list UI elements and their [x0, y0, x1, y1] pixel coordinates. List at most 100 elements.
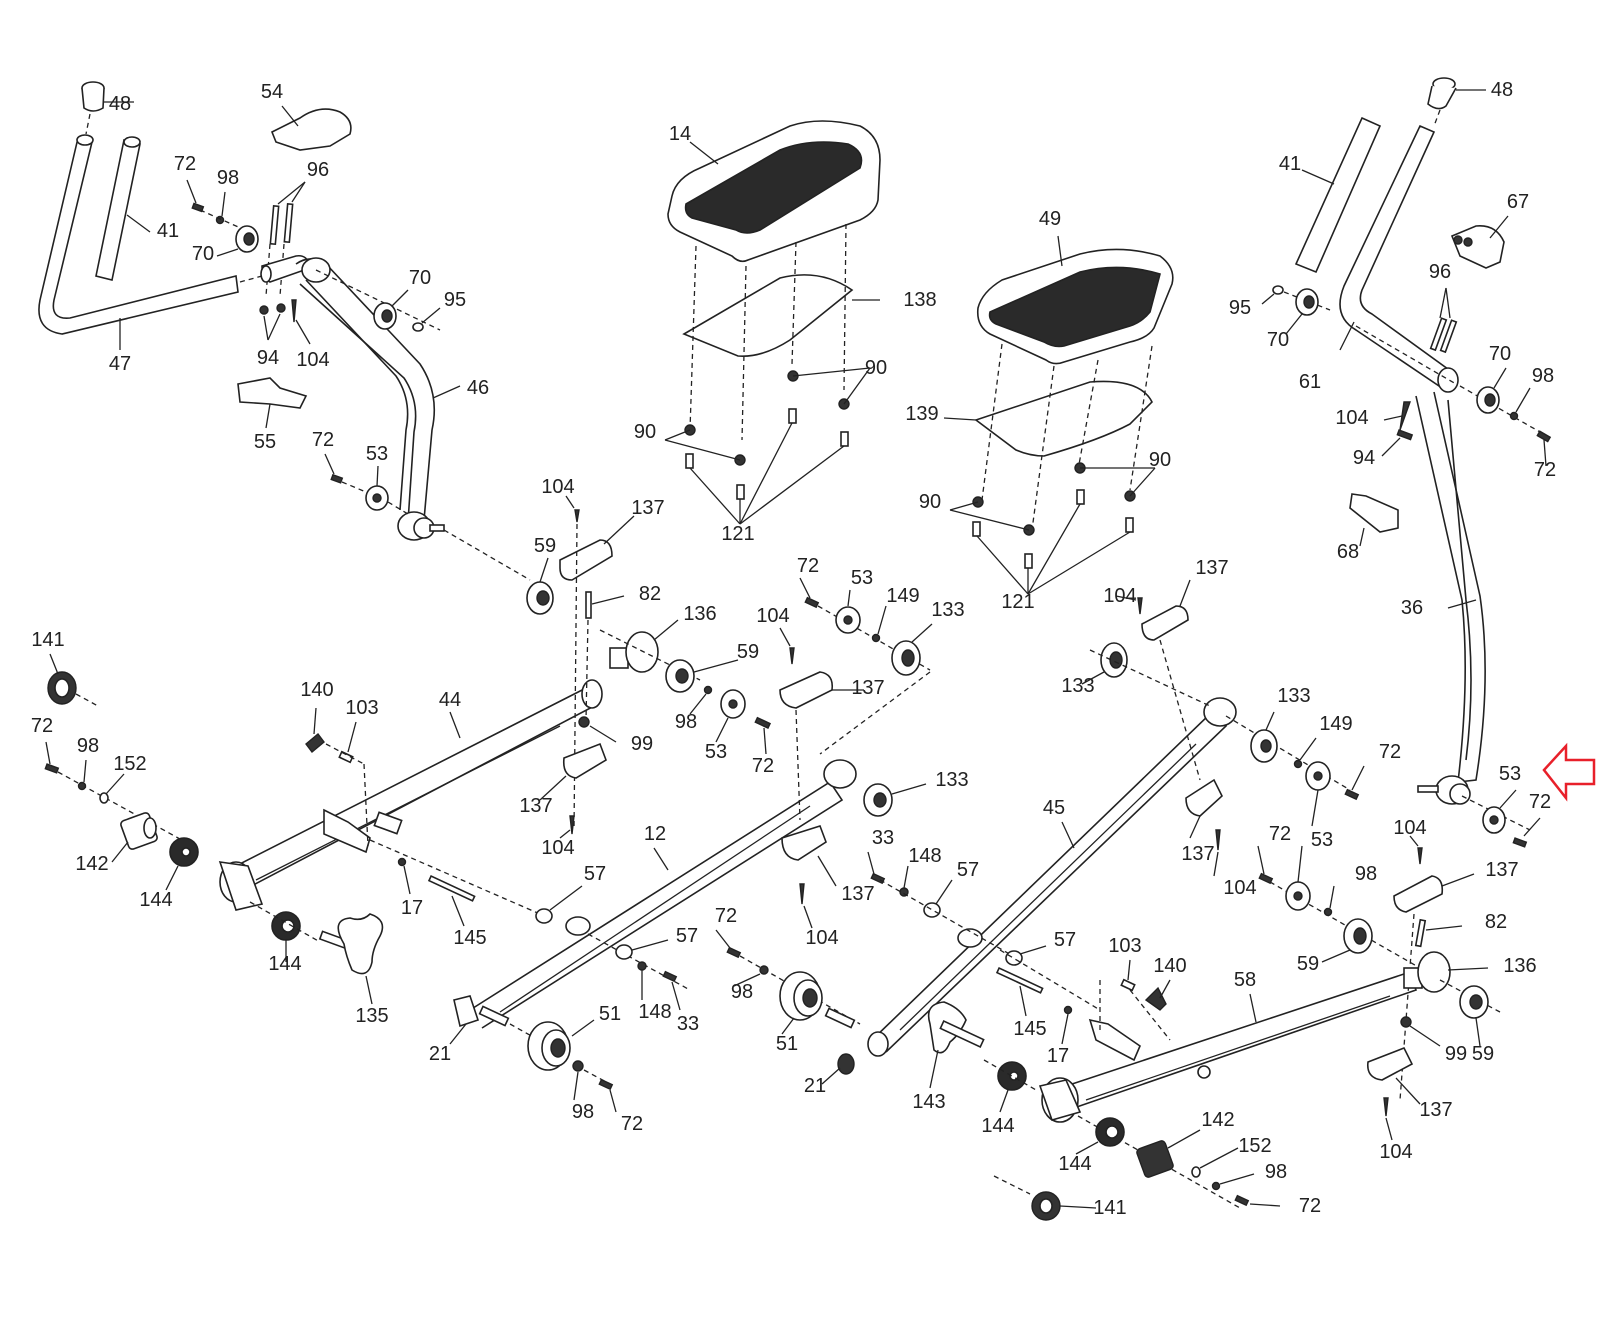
part-label-57: 57	[584, 863, 606, 885]
part-label-98: 98	[572, 1101, 594, 1123]
cover-137-f	[1185, 778, 1223, 817]
hub-142-right	[1136, 1140, 1174, 1178]
cover-137-b	[562, 742, 607, 779]
part-label-90: 90	[1149, 449, 1171, 471]
part-label-137: 137	[1181, 843, 1214, 865]
part-label-95: 95	[1229, 297, 1251, 319]
part-label-59: 59	[737, 641, 759, 663]
part-label-136: 136	[1503, 955, 1536, 977]
part-label-33: 33	[872, 827, 894, 849]
part-label-145: 145	[453, 927, 486, 949]
part-label-70: 70	[409, 267, 431, 289]
part-label-137: 137	[631, 497, 664, 519]
part-label-59: 59	[1297, 953, 1319, 975]
part-label-72: 72	[174, 153, 196, 175]
part-label-57: 57	[1054, 929, 1076, 951]
left-lower-hardware	[44, 653, 583, 1005]
bracket-68	[1349, 493, 1399, 533]
part-label-90: 90	[865, 357, 887, 379]
wheel-51-right	[779, 971, 823, 1021]
handlebar-47-left	[38, 137, 239, 335]
right-handlebar-assembly	[1261, 77, 1552, 848]
part-label-99: 99	[1445, 1043, 1467, 1065]
part-label-133: 133	[931, 599, 964, 621]
part-label-21: 21	[429, 1043, 451, 1065]
part-label-104: 104	[541, 476, 574, 498]
cap-21-right	[837, 1053, 855, 1075]
part-label-53: 53	[705, 741, 727, 763]
shroud-54	[270, 108, 352, 151]
part-label-152: 152	[113, 753, 146, 775]
upper-arm-46	[295, 258, 436, 523]
part-label-140: 140	[1153, 955, 1186, 977]
part-label-103: 103	[345, 697, 378, 719]
washer-53-c	[835, 606, 861, 634]
part-label-149: 149	[886, 585, 919, 607]
roller-59-a	[526, 581, 554, 615]
part-label-70: 70	[1267, 329, 1289, 351]
knob-141-left	[47, 671, 77, 705]
part-label-57: 57	[676, 925, 698, 947]
part-label-137: 137	[1195, 557, 1228, 579]
part-label-67: 67	[1507, 191, 1529, 213]
plate-139	[974, 380, 1153, 457]
part-label-135: 135	[355, 1005, 388, 1027]
part-label-121: 121	[1001, 591, 1034, 613]
part-label-138: 138	[903, 289, 936, 311]
clamp-136-right	[1403, 951, 1451, 993]
part-label-72: 72	[1379, 741, 1401, 763]
part-label-104: 104	[756, 605, 789, 627]
part-label-82: 82	[1485, 911, 1507, 933]
part-label-54: 54	[261, 81, 283, 103]
part-label-59: 59	[1472, 1043, 1494, 1065]
part-label-137: 137	[1419, 1099, 1452, 1121]
part-label-104: 104	[1223, 877, 1256, 899]
roller-59-b	[665, 659, 695, 693]
cover-137-c	[779, 671, 834, 709]
part-label-95: 95	[444, 289, 466, 311]
part-label-17: 17	[1047, 1045, 1069, 1067]
roller-133-c	[1100, 642, 1128, 678]
washer-53-b	[720, 689, 746, 719]
wheel-51-left	[527, 1021, 571, 1071]
roller-133-b	[863, 783, 893, 817]
part-label-82: 82	[639, 583, 661, 605]
part-label-148: 148	[908, 845, 941, 867]
part-label-57: 57	[957, 859, 979, 881]
part-label-72: 72	[797, 555, 819, 577]
pedal-14	[664, 120, 881, 525]
lower-arm-36	[1415, 391, 1486, 783]
part-label-141: 141	[31, 629, 64, 651]
roller-59-d	[1459, 985, 1489, 1019]
shroud-67	[1450, 225, 1505, 269]
roller-133-d	[1250, 729, 1278, 763]
highlight-arrow-icon	[1542, 742, 1596, 802]
part-label-72: 72	[31, 715, 53, 737]
cover-137-a	[559, 539, 613, 581]
part-label-98: 98	[1355, 863, 1377, 885]
plate-138	[682, 274, 854, 357]
frame-44	[218, 679, 603, 911]
washer-53-e	[1285, 881, 1311, 911]
part-label-121: 121	[721, 523, 754, 545]
part-label-98: 98	[1265, 1161, 1287, 1183]
part-label-133: 133	[935, 769, 968, 791]
part-label-72: 72	[752, 755, 774, 777]
part-label-90: 90	[919, 491, 941, 513]
center-hardware	[526, 495, 1021, 961]
part-label-55: 55	[254, 431, 276, 453]
part-label-68: 68	[1337, 541, 1359, 563]
part-label-48: 48	[1491, 79, 1513, 101]
roller-59-c	[1343, 918, 1373, 954]
part-label-96: 96	[307, 159, 329, 181]
knob-135	[318, 913, 384, 975]
part-label-144: 144	[139, 889, 172, 911]
part-label-72: 72	[1269, 823, 1291, 845]
right-lower-hardware	[927, 945, 1281, 1221]
part-label-148: 148	[638, 1001, 671, 1023]
part-label-53: 53	[1311, 829, 1333, 851]
part-label-149: 149	[1319, 713, 1352, 735]
washer-53-d	[1305, 761, 1331, 791]
part-label-137: 137	[1485, 859, 1518, 881]
